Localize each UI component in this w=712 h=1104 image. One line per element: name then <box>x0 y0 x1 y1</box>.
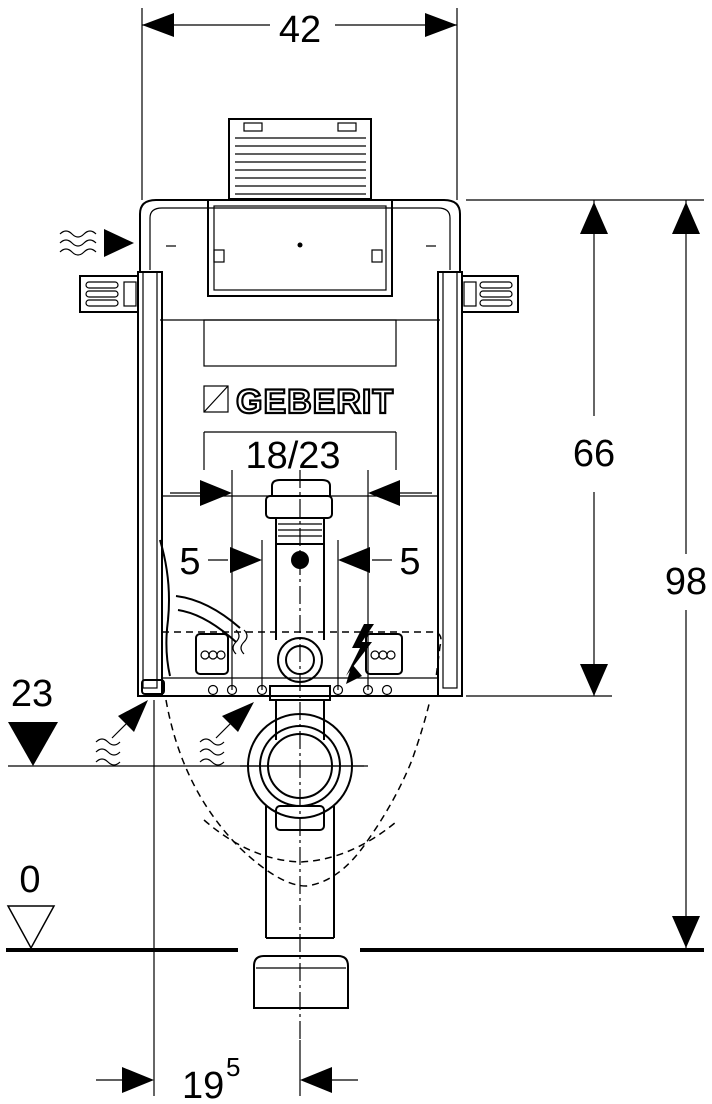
level-23: 23 <box>8 673 364 767</box>
geberit-logo: GEBERIT <box>203 382 394 422</box>
connection-ring <box>269 637 331 701</box>
dim-66-label: 66 <box>573 433 615 475</box>
dim-19-5-label: 19 <box>182 1065 224 1104</box>
fixing-holes <box>207 684 393 696</box>
dimension-5-left: 5 <box>179 540 263 690</box>
water-supply-icon-bottom-center <box>199 702 254 766</box>
electrical-supply-icon <box>346 624 374 684</box>
dim-18-23-label: 18/23 <box>245 435 340 477</box>
dim-19-5-sup: 5 <box>226 1052 240 1082</box>
drain-pipe <box>240 700 368 939</box>
dim-5-right-label: 5 <box>399 541 420 583</box>
dimension-98: 98 <box>665 200 707 950</box>
level-marker-icon <box>8 722 58 766</box>
brand-label: GEBERIT <box>236 383 394 421</box>
water-supply-icon <box>59 229 134 257</box>
right-bracket <box>461 275 519 313</box>
frame <box>137 271 463 697</box>
dim-5-left-label: 5 <box>179 541 200 583</box>
cistern-top <box>139 118 461 367</box>
water-supply-icon-bottom-left <box>95 700 148 766</box>
grille-lines <box>235 137 366 195</box>
left-bracket <box>79 275 139 313</box>
dimension-66: 66 <box>466 199 704 697</box>
outlet-connector <box>253 955 349 1009</box>
dimension-18-23: 18/23 <box>170 431 432 690</box>
dim-98-label: 98 <box>665 561 707 603</box>
wc-outline <box>162 631 442 887</box>
level-23-label: 23 <box>11 673 53 715</box>
dimension-5-right: 5 <box>337 540 421 690</box>
dimension-19-5: 19 5 <box>96 700 358 1104</box>
electrical-box <box>365 633 403 675</box>
dimension-42: 42 <box>141 8 458 200</box>
supply-valve-left <box>159 539 248 677</box>
level-0-label: 0 <box>19 859 40 901</box>
dim-42-label: 42 <box>279 9 321 51</box>
flush-pipe <box>265 470 333 1040</box>
floor-level: 0 <box>6 859 704 952</box>
floor-level-icon <box>6 905 56 950</box>
